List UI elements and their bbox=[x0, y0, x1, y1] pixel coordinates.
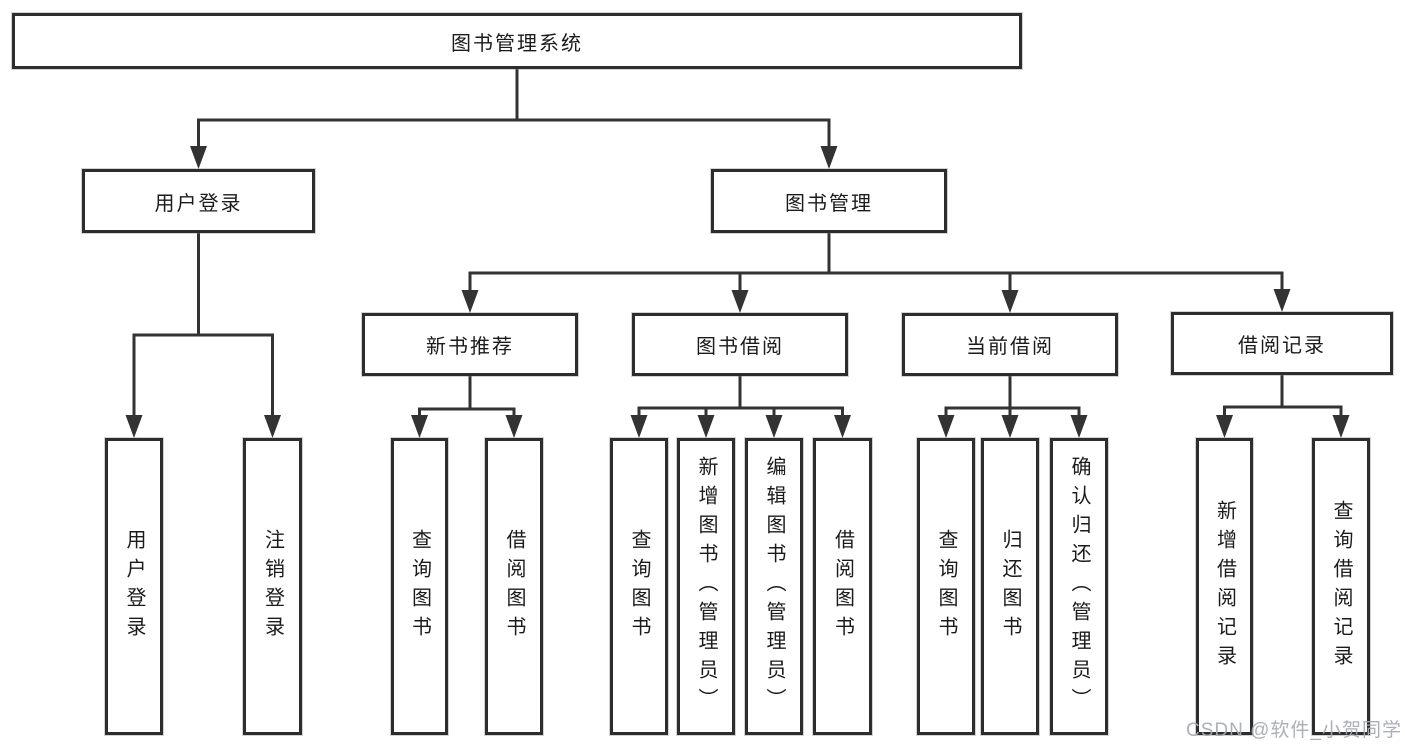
node-borrow-records: 借阅记录 bbox=[1171, 312, 1393, 375]
node-new-book-rec: 新书推荐 bbox=[362, 313, 578, 376]
node-book-mgmt: 图书管理 bbox=[711, 169, 947, 233]
node-leaf-search-record: 查询借阅记录 bbox=[1312, 438, 1370, 735]
node-leaf-return-book: 归还图书 bbox=[981, 438, 1039, 735]
arrowhead-icon bbox=[937, 415, 955, 438]
node-leaf-search-book-bor: 查询图书 bbox=[610, 438, 668, 735]
node-label-leaf-return-book: 归还图书 bbox=[999, 528, 1021, 645]
node-leaf-search-book-cur: 查询图书 bbox=[917, 438, 975, 735]
node-leaf-logout: 注销登录 bbox=[243, 438, 302, 735]
arrowhead-icon bbox=[1070, 415, 1088, 438]
node-label-leaf-confirm-return: 确认归还（管理员） bbox=[1068, 456, 1090, 717]
arrowhead-icon bbox=[731, 290, 749, 313]
arrowhead-icon bbox=[264, 415, 281, 438]
node-label-book-mgmt: 图书管理 bbox=[785, 192, 873, 215]
node-leaf-add-book: 新增图书（管理员） bbox=[677, 438, 735, 735]
node-label-leaf-borrow-book: 借阅图书 bbox=[831, 528, 854, 645]
arrowhead-icon bbox=[1216, 415, 1233, 438]
node-label-new-book-rec: 新书推荐 bbox=[426, 336, 514, 358]
node-label-user-login: 用户登录 bbox=[154, 192, 243, 215]
arrowhead-icon bbox=[834, 415, 851, 438]
node-leaf-borrow-book: 借阅图书 bbox=[813, 438, 872, 735]
node-label-current-borrow: 当前借阅 bbox=[966, 336, 1054, 358]
arrowhead-icon bbox=[125, 415, 143, 438]
node-label-leaf-add-record: 新增借阅记录 bbox=[1213, 499, 1236, 674]
arrowhead-icon bbox=[411, 415, 428, 438]
arrowhead-icon bbox=[697, 415, 715, 438]
node-label-leaf-user-login: 用户登录 bbox=[123, 528, 145, 645]
node-label-book-borrow: 图书借阅 bbox=[696, 336, 784, 358]
node-current-borrow: 当前借阅 bbox=[902, 313, 1118, 376]
arrowhead-icon bbox=[820, 146, 838, 169]
node-label-leaf-search-book-bor: 查询图书 bbox=[628, 528, 650, 645]
arrowhead-icon bbox=[461, 290, 479, 313]
node-leaf-edit-book: 编辑图书（管理员） bbox=[745, 438, 803, 735]
arrowhead-icon bbox=[505, 415, 523, 438]
node-book-borrow: 图书借阅 bbox=[632, 313, 848, 376]
node-label-leaf-search-book-cur: 查询图书 bbox=[935, 528, 957, 645]
arrowhead-icon bbox=[1001, 415, 1019, 438]
arrowhead-icon bbox=[1273, 289, 1291, 312]
node-leaf-borrow-book-rec: 借阅图书 bbox=[485, 438, 543, 735]
node-leaf-user-login: 用户登录 bbox=[105, 438, 163, 735]
node-leaf-add-record: 新增借阅记录 bbox=[1196, 438, 1253, 735]
node-label-root: 图书管理系统 bbox=[451, 32, 583, 55]
node-label-leaf-edit-book: 编辑图书（管理员） bbox=[763, 456, 785, 717]
node-label-leaf-borrow-book-rec: 借阅图书 bbox=[503, 528, 525, 645]
node-label-leaf-logout: 注销登录 bbox=[261, 528, 284, 645]
node-leaf-search-book-rec: 查询图书 bbox=[391, 438, 448, 735]
arrowhead-icon bbox=[1001, 290, 1019, 313]
node-label-leaf-search-record: 查询借阅记录 bbox=[1330, 499, 1352, 674]
arrowhead-icon bbox=[190, 146, 207, 169]
arrowhead-icon bbox=[630, 415, 648, 438]
arrowhead-icon bbox=[765, 415, 783, 438]
node-leaf-confirm-return: 确认归还（管理员） bbox=[1050, 438, 1108, 735]
node-label-leaf-search-book-rec: 查询图书 bbox=[408, 528, 431, 645]
node-label-leaf-add-book: 新增图书（管理员） bbox=[695, 456, 717, 717]
node-user-login: 用户登录 bbox=[82, 169, 315, 233]
arrowhead-icon bbox=[1332, 415, 1350, 438]
node-label-borrow-records: 借阅记录 bbox=[1238, 335, 1326, 357]
node-root: 图书管理系统 bbox=[12, 13, 1022, 69]
